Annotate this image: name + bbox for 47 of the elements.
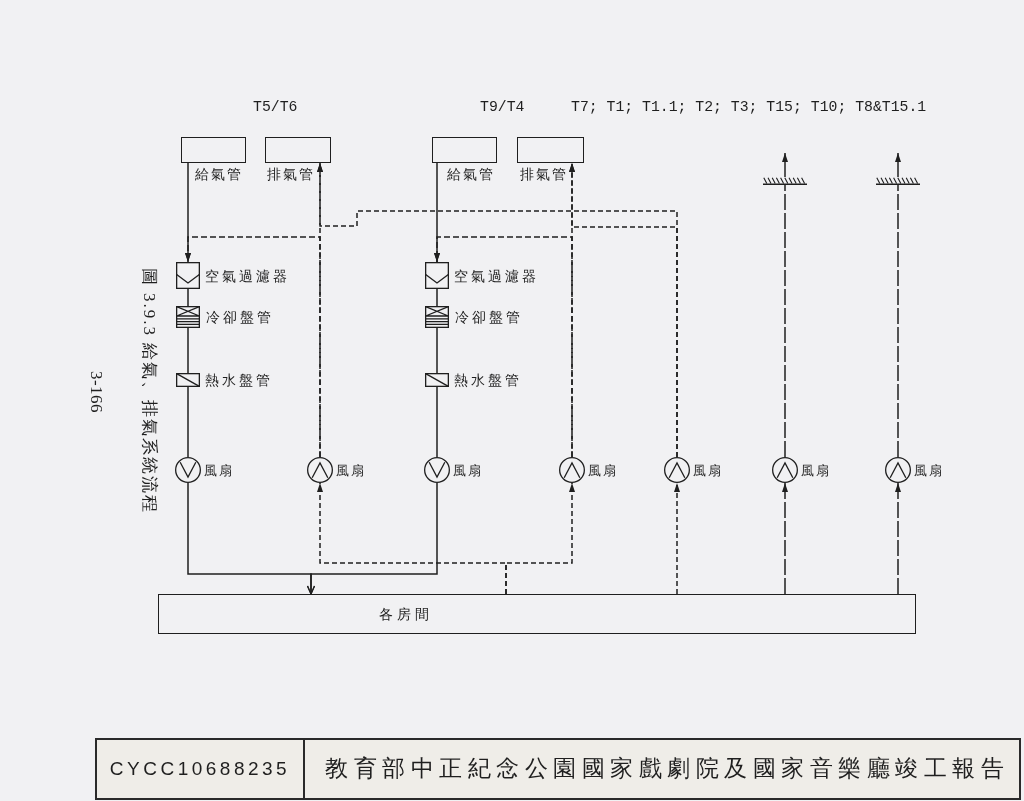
dashed-arrow bbox=[185, 236, 321, 458]
page-number: 3-166 bbox=[86, 370, 107, 414]
dashed-arrow bbox=[782, 482, 788, 595]
flow-line bbox=[436, 288, 438, 307]
fan-label: 風扇 bbox=[336, 463, 365, 477]
component-label: 空氣過濾器 bbox=[454, 268, 539, 283]
tag-label: T9/T4 bbox=[480, 99, 525, 115]
duct-label: 給氣管 bbox=[195, 166, 243, 182]
dashed-arrow bbox=[674, 482, 680, 595]
dashed-arrow bbox=[569, 162, 678, 458]
dashed-line bbox=[897, 184, 899, 458]
tag-label: T7; T1; T1.1; T2; T3; T15; T10; T8&T15.1 bbox=[571, 99, 927, 115]
dashed-arrow bbox=[505, 482, 575, 595]
fan-label: 風扇 bbox=[914, 463, 943, 477]
report-title: 教育部中正紀念公園國家戲劇院及國家音樂廳竣工報告 bbox=[325, 755, 1009, 783]
fan-label: 風扇 bbox=[801, 463, 830, 477]
flow-arrow bbox=[782, 152, 788, 178]
rooms-band bbox=[158, 594, 916, 634]
flow-arrow bbox=[306, 482, 438, 595]
fan-label: 風扇 bbox=[693, 463, 722, 477]
flow-line bbox=[187, 288, 189, 307]
flow-line bbox=[436, 327, 438, 374]
dashed-arrow bbox=[895, 482, 901, 595]
fan-label: 風扇 bbox=[453, 463, 482, 477]
component-label: 冷卻盤管 bbox=[206, 310, 274, 324]
dashed-arrow bbox=[434, 236, 573, 458]
figure-caption: 圖 3.9.3 給氣、排氣系統流程 bbox=[139, 267, 160, 515]
flow-arrow bbox=[895, 152, 901, 178]
tag-label: T5/T6 bbox=[253, 99, 298, 115]
fan-label: 風扇 bbox=[588, 463, 617, 477]
duct-label: 排氣管 bbox=[520, 166, 568, 182]
duct-label: 給氣管 bbox=[447, 166, 495, 182]
rooms-label: 各房間 bbox=[379, 605, 433, 623]
component-label: 空氣過濾器 bbox=[205, 268, 290, 283]
flow-line bbox=[436, 386, 438, 458]
duct-label: 排氣管 bbox=[267, 166, 315, 182]
component-label: 熱水盤管 bbox=[205, 373, 273, 387]
flow-line bbox=[187, 386, 189, 458]
flow-line bbox=[187, 327, 189, 374]
component-label: 冷卻盤管 bbox=[455, 310, 523, 324]
fan-label: 風扇 bbox=[204, 463, 233, 477]
flow-arrow bbox=[185, 162, 191, 263]
archive-id: CYCC10688235 bbox=[109, 757, 291, 781]
hatched-bar-icon bbox=[763, 177, 807, 185]
dashed-line bbox=[784, 184, 786, 458]
hatched-bar-icon bbox=[876, 177, 920, 185]
component-label: 熱水盤管 bbox=[454, 373, 522, 387]
